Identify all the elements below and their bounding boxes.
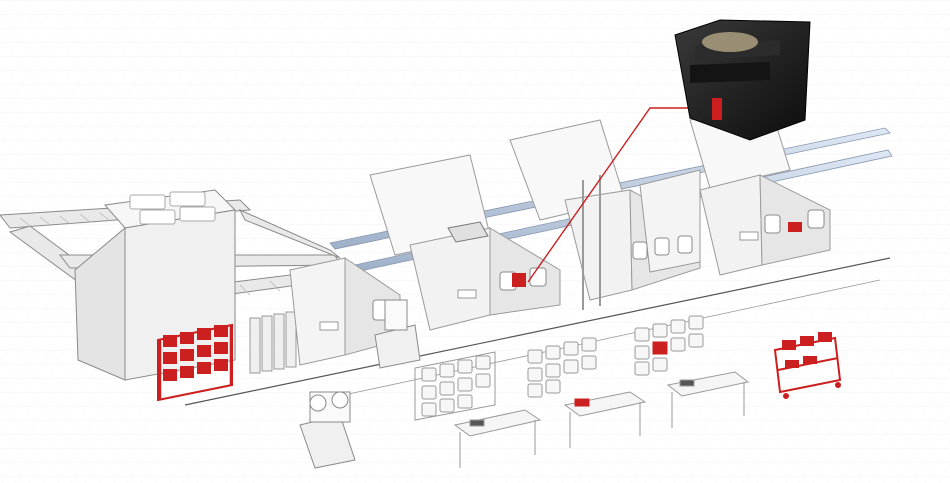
manual-cart-icon [299, 391, 356, 469]
storage-rack-icon [414, 315, 704, 421]
overhead-hoist-vehicle [447, 221, 489, 243]
foup-carrier-icon [674, 19, 811, 141]
red-rack-icon [157, 323, 233, 402]
work-table-icon [453, 371, 750, 468]
red-cart-icon [773, 332, 842, 399]
red-foup-marker [512, 222, 802, 287]
process-tool-icon [289, 104, 831, 366]
support-posts [582, 175, 601, 310]
robot-loader-icon [374, 299, 421, 369]
lift-columns [249, 311, 297, 374]
